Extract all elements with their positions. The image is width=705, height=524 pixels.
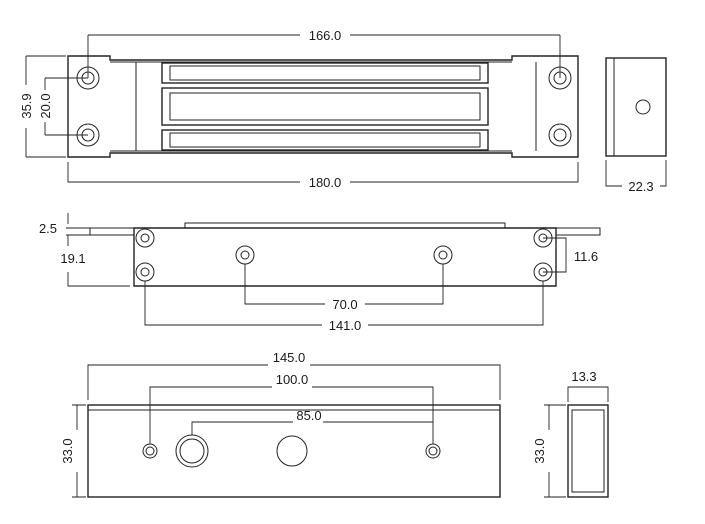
dim-19-1-line <box>67 272 130 287</box>
armature-side-inner <box>571 409 605 493</box>
dim-145-label: 145.0 <box>273 350 306 365</box>
dim-141-line <box>144 281 544 326</box>
core-strip-middle <box>161 87 489 126</box>
dim-145-line <box>87 364 501 400</box>
plate-outline <box>133 227 557 287</box>
dim-20-label: 20.0 <box>38 93 53 118</box>
top-view-outline <box>67 55 579 158</box>
dim-19-1-label: 19.1 <box>60 251 85 266</box>
dim-13-3-label: 13.3 <box>571 369 596 384</box>
dim-20-line <box>44 77 88 136</box>
middle-view: 2.5 19.1 11.6 70.0 141.0 <box>39 213 601 333</box>
dim-2-5-label: 2.5 <box>39 221 57 236</box>
dim-13-3-line <box>567 386 609 402</box>
dim-166-label: 166.0 <box>309 28 342 43</box>
dim-11-6-line <box>543 237 567 273</box>
plate-holes <box>135 228 553 282</box>
dim-35-9-line <box>25 55 66 158</box>
core-strip-bottom <box>161 129 489 151</box>
side-view-bottom: 13.3 33.0 <box>532 369 609 498</box>
side-hole <box>635 99 651 115</box>
dim-33-side-label: 33.0 <box>532 438 547 463</box>
dim-166-line <box>87 34 561 78</box>
armature-holes <box>142 434 441 468</box>
dim-22-3-label: 22.3 <box>628 179 653 194</box>
armature-side-outline <box>567 404 609 498</box>
dim-70-label: 70.0 <box>332 297 357 312</box>
top-view: 166.0 180.0 35.9 20.0 <box>19 28 579 190</box>
dim-85-line <box>191 421 433 435</box>
dim-2-5-line <box>66 213 90 246</box>
dim-33-line <box>72 404 86 498</box>
flange <box>89 222 601 236</box>
core-strip-top-inner <box>169 65 481 81</box>
side-view-top: 22.3 <box>605 57 667 194</box>
dim-33-side-line <box>544 404 566 498</box>
dim-100-line <box>149 386 434 444</box>
dim-100-label: 100.0 <box>276 372 309 387</box>
dim-180-line <box>67 162 579 183</box>
armature-outline <box>87 404 501 498</box>
core-strip-bottom-inner <box>169 132 481 148</box>
dim-85-label: 85.0 <box>296 408 321 423</box>
dim-35-9-label: 35.9 <box>19 93 34 118</box>
mounting-holes <box>76 66 572 147</box>
dim-141-label: 141.0 <box>329 318 362 333</box>
dim-33-label: 33.0 <box>60 438 75 463</box>
dim-11-6-label: 11.6 <box>574 249 598 264</box>
side-outline <box>605 57 667 157</box>
dim-180-label: 180.0 <box>309 175 342 190</box>
core-strip-middle-inner <box>169 92 481 121</box>
core-strip-top <box>161 62 489 84</box>
dim-22-3-line <box>605 160 667 187</box>
dim-70-line <box>244 264 444 305</box>
bottom-view: 145.0 100.0 85.0 33.0 <box>60 350 501 498</box>
